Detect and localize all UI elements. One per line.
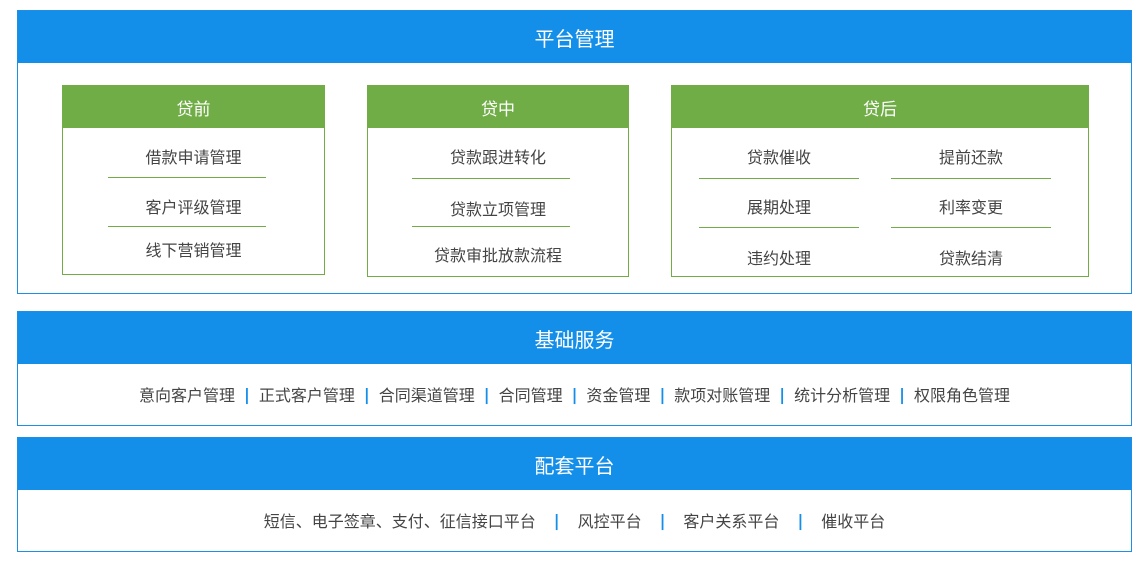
support-platform-section: 配套平台 短信、电子签章、支付、征信接口平台 | 风控平台 | 客户关系平台 |… — [17, 437, 1132, 552]
basic-services-row: 意向客户管理 | 正式客户管理 | 合同渠道管理 | 合同管理 | 资金管理 |… — [18, 382, 1131, 406]
post-loan-item: 贷款结清 — [938, 249, 1003, 268]
platform-management-section: 平台管理 贷前 借款申请管理 客户评级管理 线下营销管理 贷中 贷款跟进转化 贷… — [17, 10, 1132, 294]
in-loan-item: 贷款审批放款流程 — [433, 246, 562, 265]
pre-loan-item: 线下营销管理 — [145, 241, 242, 260]
post-loan-header: 贷后 — [672, 86, 1088, 128]
post-loan-divider — [699, 178, 859, 179]
separator: | — [797, 510, 804, 530]
pre-loan-divider — [108, 177, 266, 178]
platform-item: 客户关系平台 — [683, 512, 780, 531]
platform-item: 风控平台 — [577, 512, 642, 531]
separator: | — [899, 384, 905, 404]
service-item: 款项对账管理 — [674, 386, 771, 405]
basic-services-header: 基础服务 — [18, 312, 1131, 364]
separator: | — [483, 384, 490, 404]
platform-item: 短信、电子签章、支付、征信接口平台 — [263, 512, 536, 531]
post-loan-divider — [699, 227, 859, 228]
pre-loan-header: 贷前 — [63, 86, 324, 128]
in-loan-box: 贷中 贷款跟进转化 贷款立项管理 贷款审批放款流程 — [367, 85, 629, 277]
pre-loan-item: 借款申请管理 — [145, 148, 242, 167]
separator: | — [553, 510, 560, 530]
service-item: 资金管理 — [586, 386, 651, 405]
separator: | — [659, 384, 666, 404]
post-loan-item: 利率变更 — [938, 198, 1003, 217]
basic-services-section: 基础服务 意向客户管理 | 正式客户管理 | 合同渠道管理 | 合同管理 | 资… — [17, 311, 1132, 426]
in-loan-divider — [412, 178, 570, 179]
platform-item: 催收平台 — [821, 512, 886, 531]
separator: | — [363, 384, 370, 404]
in-loan-item: 贷款立项管理 — [449, 200, 546, 219]
separator: | — [244, 384, 250, 404]
support-platform-header: 配套平台 — [18, 438, 1131, 490]
service-item: 合同管理 — [498, 386, 563, 405]
support-platform-row: 短信、电子签章、支付、征信接口平台 | 风控平台 | 客户关系平台 | 催收平台 — [18, 508, 1131, 532]
in-loan-header: 贷中 — [368, 86, 628, 128]
post-loan-item: 贷款催收 — [746, 148, 811, 167]
pre-loan-box: 贷前 借款申请管理 客户评级管理 线下营销管理 — [62, 85, 325, 275]
pre-loan-divider — [108, 226, 266, 227]
post-loan-item: 违约处理 — [746, 249, 811, 268]
service-item: 正式客户管理 — [258, 386, 355, 405]
service-item: 权限角色管理 — [914, 386, 1011, 405]
in-loan-divider — [412, 226, 570, 227]
platform-management-header: 平台管理 — [18, 11, 1131, 63]
post-loan-box: 贷后 贷款催收 提前还款 展期处理 利率变更 违约处理 贷款结清 — [671, 85, 1089, 277]
service-item: 统计分析管理 — [794, 386, 891, 405]
in-loan-item: 贷款跟进转化 — [449, 148, 546, 167]
post-loan-divider — [891, 178, 1051, 179]
separator: | — [659, 510, 666, 530]
service-item: 合同渠道管理 — [378, 386, 475, 405]
separator: | — [571, 384, 578, 404]
post-loan-item: 提前还款 — [938, 148, 1003, 167]
pre-loan-item: 客户评级管理 — [145, 198, 242, 217]
service-item: 意向客户管理 — [138, 386, 235, 405]
post-loan-divider — [891, 227, 1051, 228]
post-loan-item: 展期处理 — [746, 198, 811, 217]
separator: | — [779, 384, 786, 404]
